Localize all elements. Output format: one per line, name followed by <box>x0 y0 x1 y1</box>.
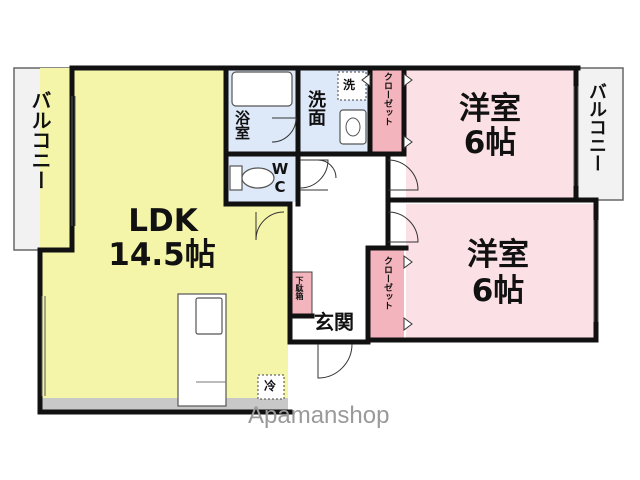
entrance-label: 玄関 <box>314 310 354 334</box>
bedroom-2 <box>406 204 596 338</box>
fridge-mark: 冷 <box>264 379 277 393</box>
closet-mid <box>370 248 404 338</box>
wash-basin <box>339 109 367 145</box>
closet-top-label: クローゼット <box>382 72 392 126</box>
bathtub <box>231 71 293 107</box>
washroom-label: 洗面 <box>305 90 326 126</box>
ldk-size: 14.5帖 <box>108 237 216 273</box>
balcony-left-label: バルコニー <box>28 90 52 190</box>
wc-label: WC <box>271 160 289 196</box>
washer-mark: 洗 <box>343 78 356 92</box>
closet-mid-label: クローゼット <box>382 256 392 310</box>
bedroom-2-name: 洋室 <box>467 237 529 273</box>
washer-spot <box>337 71 367 101</box>
closet-top <box>372 68 404 154</box>
balcony-right-label: バルコニー <box>586 82 607 172</box>
shoe-box-label: 下駄箱 <box>295 276 304 300</box>
bedroom-1-name: 洋室 <box>459 91 521 127</box>
bedroom-2-size: 6帖 <box>471 273 525 309</box>
bath-label: 浴室 <box>233 110 251 140</box>
kitchen-sink <box>195 297 223 335</box>
watermark-logo: Apamanshop <box>248 402 390 429</box>
balcony-right <box>576 67 624 201</box>
fridge-spot <box>257 374 285 400</box>
ldk-name: LDK <box>128 203 198 239</box>
bedroom-1-size: 6帖 <box>463 125 517 161</box>
bedroom-1 <box>406 68 576 198</box>
